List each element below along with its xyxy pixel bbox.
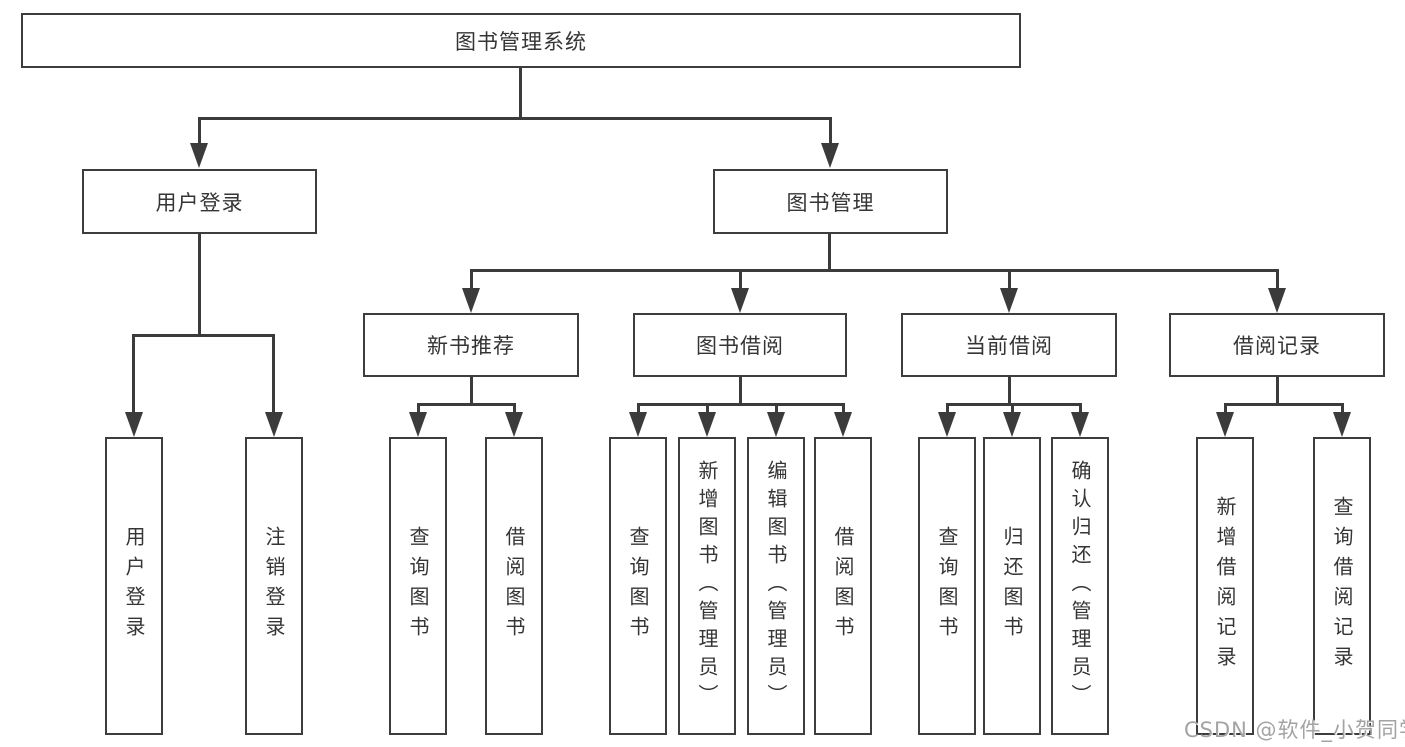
- node-current-borrow-label: 当前借阅: [965, 334, 1053, 358]
- arrow-down-icon: [505, 412, 523, 437]
- leaf-borrow-add-books: 新增图书（管理员）: [678, 437, 736, 735]
- arrow-down-icon: [1268, 288, 1286, 313]
- arrow-down-icon: [1003, 412, 1021, 437]
- leaf-add-borrow-record-label: 新增借阅记录: [1213, 496, 1237, 676]
- edge-newbookrec-trunk: [470, 377, 473, 404]
- arrow-down-icon: [125, 412, 143, 437]
- arrow-down-icon: [938, 412, 956, 437]
- node-borrow-records-label: 借阅记录: [1233, 334, 1321, 358]
- edge-userlogin-rail: [133, 334, 275, 337]
- arrow-down-icon: [834, 412, 852, 437]
- arrow-shaft: [272, 334, 275, 414]
- arrow-shaft: [1079, 403, 1082, 415]
- arrow-down-icon: [821, 143, 839, 168]
- leaf-borrow-edit-books-label: 编辑图书（管理员）: [764, 460, 788, 712]
- leaf-current-return-books-label: 归还图书: [1000, 526, 1024, 646]
- arrow-down-icon: [190, 143, 208, 168]
- csdn-watermark: CSDN @软件_小贺同学: [1184, 718, 1405, 742]
- node-root-label: 图书管理系统: [455, 29, 587, 54]
- arrow-down-icon: [629, 412, 647, 437]
- arrow-shaft: [1011, 403, 1014, 415]
- arrow-shaft: [198, 117, 201, 145]
- leaf-user-login: 用户登录: [105, 437, 163, 735]
- leaf-borrow-edit-books: 编辑图书（管理员）: [747, 437, 805, 735]
- arrow-down-icon: [265, 412, 283, 437]
- leaf-rec-query-books-label: 查询图书: [406, 526, 430, 646]
- arrow-shaft: [842, 403, 845, 415]
- leaf-rec-query-books: 查询图书: [389, 437, 447, 735]
- leaf-borrow-query-books-label: 查询图书: [626, 526, 650, 646]
- node-book-mgmt-label: 图书管理: [786, 190, 875, 215]
- arrow-shaft: [637, 403, 640, 415]
- arrow-shaft: [417, 403, 420, 415]
- edge-userlogin-trunk: [198, 234, 201, 336]
- edge-root-rail: [198, 117, 832, 120]
- arrow-down-icon: [462, 288, 480, 313]
- edge-newbookrec-rail: [417, 403, 516, 406]
- edge-bookmgmt-trunk: [828, 234, 831, 271]
- arrow-shaft: [829, 117, 832, 145]
- arrow-shaft: [470, 269, 473, 291]
- leaf-user-login-label: 用户登录: [122, 526, 146, 646]
- leaf-current-return-books: 归还图书: [983, 437, 1041, 735]
- arrow-down-icon: [1216, 412, 1234, 437]
- leaf-current-query-books-label: 查询图书: [935, 526, 959, 646]
- leaf-current-query-books: 查询图书: [918, 437, 976, 735]
- arrow-shaft: [946, 403, 949, 415]
- arrow-shaft: [132, 334, 135, 414]
- node-user-login-label: 用户登录: [155, 190, 244, 215]
- node-book-borrow: 图书借阅: [633, 313, 847, 377]
- node-book-mgmt: 图书管理: [713, 169, 948, 234]
- leaf-borrow-borrow-books-label: 借阅图书: [831, 526, 855, 646]
- arrow-down-icon: [1000, 288, 1018, 313]
- leaf-current-confirm-return: 确认归还（管理员）: [1051, 437, 1109, 735]
- edge-bookborrow-trunk: [739, 377, 742, 404]
- leaf-rec-borrow-books-label: 借阅图书: [502, 526, 526, 646]
- node-new-book-rec-label: 新书推荐: [427, 334, 515, 358]
- leaf-borrow-borrow-books: 借阅图书: [814, 437, 872, 735]
- node-user-login: 用户登录: [82, 169, 317, 234]
- edge-bookmgmt-rail: [470, 269, 1278, 272]
- leaf-add-borrow-record: 新增借阅记录: [1196, 437, 1254, 735]
- arrow-down-icon: [767, 412, 785, 437]
- leaf-query-borrow-record: 查询借阅记录: [1313, 437, 1371, 735]
- node-new-book-rec: 新书推荐: [363, 313, 579, 377]
- edge-currentborrow-trunk: [1008, 377, 1011, 404]
- arrow-shaft: [775, 403, 778, 415]
- leaf-borrow-add-books-label: 新增图书（管理员）: [695, 460, 719, 712]
- arrow-down-icon: [698, 412, 716, 437]
- arrow-shaft: [1008, 269, 1011, 291]
- leaf-query-borrow-record-label: 查询借阅记录: [1330, 496, 1354, 676]
- leaf-rec-borrow-books: 借阅图书: [485, 437, 543, 735]
- arrow-down-icon: [1071, 412, 1089, 437]
- node-current-borrow: 当前借阅: [901, 313, 1117, 377]
- edge-bookborrow-rail: [637, 403, 845, 406]
- arrow-shaft: [739, 269, 742, 291]
- arrow-down-icon: [1333, 412, 1351, 437]
- edge-currentborrow-rail: [946, 403, 1082, 406]
- arrow-shaft: [1341, 403, 1344, 415]
- arrow-shaft: [1224, 403, 1227, 415]
- leaf-borrow-query-books: 查询图书: [609, 437, 667, 735]
- node-book-borrow-label: 图书借阅: [696, 334, 784, 358]
- leaf-logout-label: 注销登录: [262, 526, 286, 646]
- arrow-down-icon: [409, 412, 427, 437]
- edge-borrowrecords-trunk: [1276, 377, 1279, 404]
- node-root: 图书管理系统: [21, 13, 1021, 68]
- edge-borrowrecords-rail: [1224, 403, 1344, 406]
- arrow-shaft: [706, 403, 709, 415]
- edge-root-trunk: [519, 68, 522, 118]
- arrow-shaft: [513, 403, 516, 415]
- arrow-down-icon: [731, 288, 749, 313]
- arrow-shaft: [1276, 269, 1279, 291]
- node-borrow-records: 借阅记录: [1169, 313, 1385, 377]
- leaf-logout: 注销登录: [245, 437, 303, 735]
- leaf-current-confirm-return-label: 确认归还（管理员）: [1068, 460, 1092, 712]
